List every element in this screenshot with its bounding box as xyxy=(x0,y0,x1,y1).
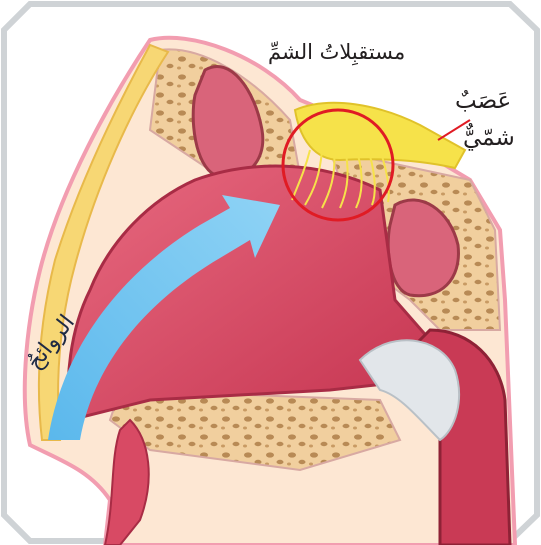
olfactory-nerve-label-line2: شمّيٌّ xyxy=(463,125,515,151)
olfactory-nerve-label-line1: عَصَبٌ xyxy=(455,88,511,114)
olfactory-receptors-label: مستقبِلاتُ الشمِّ xyxy=(268,40,405,64)
